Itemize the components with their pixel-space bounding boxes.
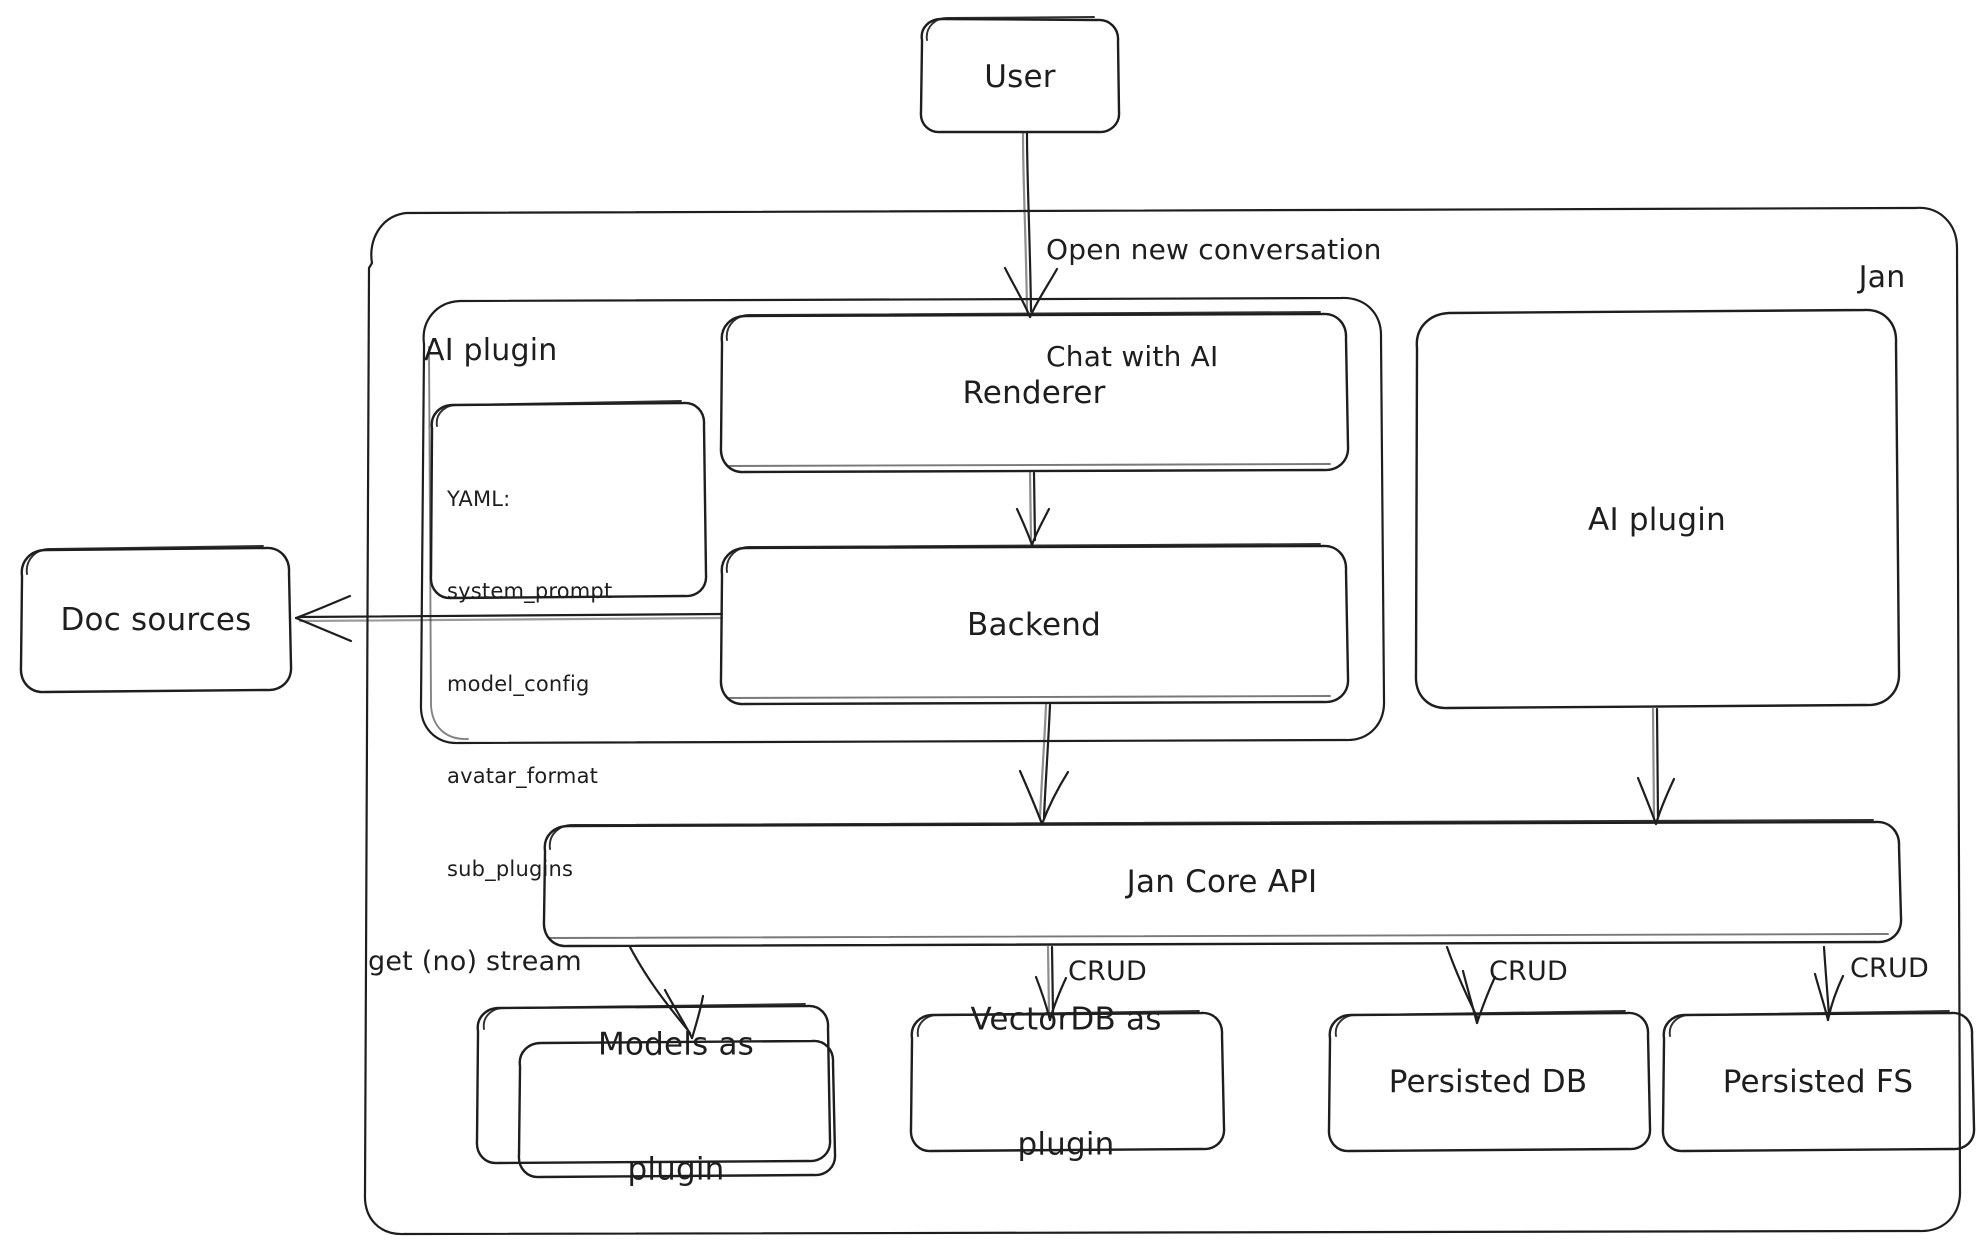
- yaml-key-model-config: model_config: [447, 671, 590, 696]
- edge-label-user-to-renderer: Open new conversation Chat with AI: [1046, 160, 1382, 447]
- node-backend[interactable]: [719, 543, 1350, 706]
- container-jan-label: Jan: [1858, 259, 1906, 295]
- edge-label-crud-vectordb: CRUD: [1068, 956, 1147, 987]
- node-models-plugin[interactable]: [475, 1003, 837, 1179]
- node-models-plugin-label: Models as plugin: [598, 941, 754, 1246]
- edge-core-to-persisted-fs: [1813, 945, 1845, 1022]
- container-jan: [363, 206, 1962, 1236]
- node-renderer-label: Renderer: [962, 375, 1106, 412]
- node-jan-core-api-label: Jan Core API: [1126, 864, 1318, 901]
- edge-core-to-persisted-db: [1445, 945, 1497, 1025]
- node-persisted-db-label: Persisted DB: [1388, 1064, 1588, 1101]
- yaml-card-header: YAML:: [447, 486, 511, 511]
- edge-label-get-no-stream: get (no) stream: [368, 946, 582, 977]
- edge-backend-to-doc-sources: [294, 594, 724, 643]
- node-renderer[interactable]: [719, 311, 1350, 474]
- node-ai-plugin[interactable]: [1414, 308, 1901, 710]
- edge-ai-plugin-to-core: [1636, 707, 1676, 826]
- yaml-key-sub-plugins: sub_plugins: [447, 857, 574, 882]
- node-persisted-db[interactable]: [1327, 1010, 1652, 1153]
- node-models-plugin-line1: Models as: [597, 1026, 755, 1063]
- edge-label-open-new-conversation: Open new conversation: [1046, 232, 1382, 266]
- edge-label-chat-with-ai: Chat with AI: [1046, 340, 1219, 374]
- node-vectordb-plugin-label: VectorDB as plugin: [970, 916, 1161, 1246]
- container-ai-plugin-group: [419, 296, 1386, 745]
- edge-label-crud-persisted-db: CRUD: [1489, 956, 1568, 987]
- yaml-key-avatar-format: avatar_format: [447, 764, 599, 789]
- node-persisted-fs-label: Persisted FS: [1722, 1064, 1914, 1101]
- edge-core-to-vectordb: [1034, 945, 1068, 1022]
- node-doc-sources[interactable]: [19, 545, 293, 694]
- node-persisted-fs[interactable]: [1661, 1010, 1976, 1153]
- node-vectordb-plugin-line2: plugin: [1017, 1126, 1115, 1163]
- node-models-plugin-line2: plugin: [627, 1151, 725, 1188]
- node-yaml-card: [429, 400, 708, 600]
- node-user-label: User: [984, 59, 1056, 96]
- edge-backend-to-core: [1018, 703, 1070, 826]
- node-user[interactable]: [919, 16, 1121, 134]
- yaml-key-system-prompt: system_prompt: [447, 579, 613, 604]
- node-doc-sources-label: Doc sources: [60, 602, 252, 639]
- node-ai-plugin-label: AI plugin: [1588, 502, 1726, 539]
- node-jan-core-api[interactable]: [542, 819, 1903, 948]
- node-vectordb-plugin-line1: VectorDB as: [970, 1001, 1162, 1038]
- edge-renderer-to-backend: [1015, 471, 1051, 547]
- edge-label-crud-persisted-fs: CRUD: [1850, 953, 1929, 984]
- yaml-card-content: YAML: system_prompt model_config avatar_…: [447, 422, 612, 947]
- container-ai-plugin-group-label: AI plugin: [424, 333, 558, 368]
- node-backend-label: Backend: [967, 607, 1101, 644]
- node-vectordb-plugin[interactable]: [909, 1010, 1226, 1153]
- edge-core-to-models: [628, 945, 705, 1040]
